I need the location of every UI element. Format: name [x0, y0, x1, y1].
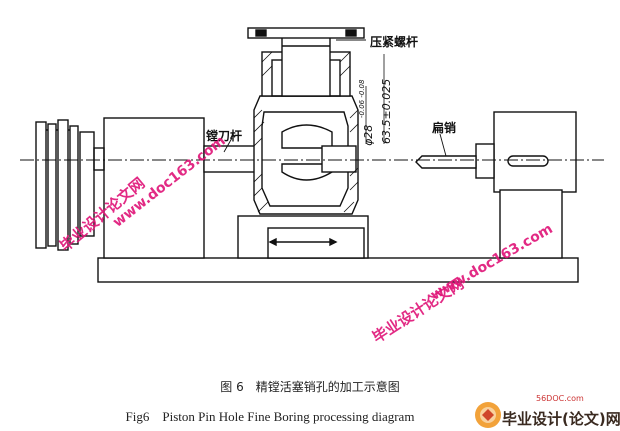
- label-clamp-screw: 压紧螺杆: [370, 34, 418, 49]
- clamp-screw: [281, 35, 331, 97]
- logo-text: 毕业设计(论文)网: [502, 410, 620, 428]
- spindle-shaft: [93, 147, 105, 171]
- tailstock: [493, 111, 577, 193]
- label-flat-pin: 扁销: [432, 120, 456, 135]
- machine-bed: [97, 257, 579, 283]
- pulley-disk: [35, 121, 47, 249]
- spindle-headstock: [103, 117, 205, 259]
- label-dim-28: φ28: [362, 125, 375, 146]
- label-boring-bar: 镗刀杆: [206, 128, 242, 143]
- caption-chinese: 图 6 精镗活塞销孔的加工示意图: [220, 380, 400, 394]
- logo-domain: 56DOC.com: [536, 394, 584, 403]
- site-logo: [475, 402, 501, 428]
- piston-body: [253, 95, 359, 215]
- caption-english: Fig6 Piston Pin Hole Fine Boring process…: [125, 409, 415, 424]
- label-dim-63: 63.5±0.025: [380, 79, 393, 144]
- screw-handle: [247, 27, 365, 39]
- pin-hole: [321, 145, 357, 173]
- flat-pin: [415, 155, 477, 169]
- label-dim-28-tol: -0.06 -0.08: [358, 79, 366, 118]
